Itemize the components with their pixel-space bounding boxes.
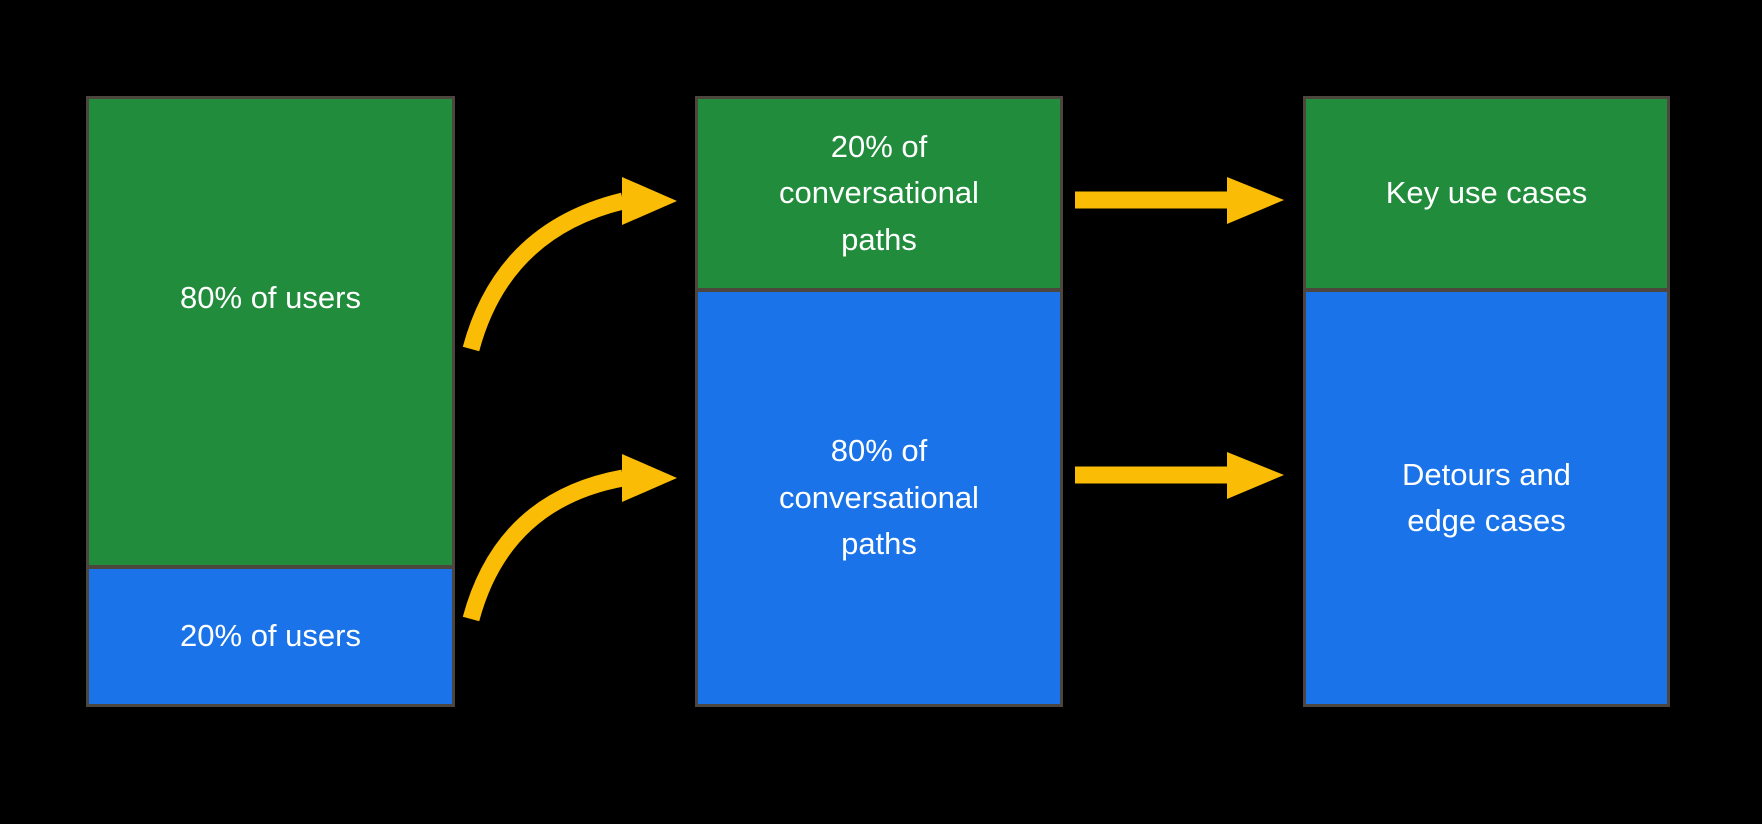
segment-paths-20: 20% of conversational paths bbox=[698, 99, 1060, 288]
arrow-users20-to-paths80 bbox=[462, 454, 677, 622]
arrow-paths20-to-key-use-cases bbox=[1075, 177, 1284, 224]
segment-key-use-cases: Key use cases bbox=[1306, 99, 1667, 288]
segment-label-users-80: 80% of users bbox=[180, 279, 361, 315]
bar-users: 80% of users 20% of users bbox=[86, 96, 455, 707]
segment-label-paths-20: 20% of conversational paths bbox=[779, 128, 979, 257]
curved-arrow-head bbox=[622, 177, 677, 225]
curved-arrow-head bbox=[622, 454, 677, 502]
segment-detours-edge-cases: Detours and edge cases bbox=[1306, 292, 1667, 704]
segment-paths-80: 80% of conversational paths bbox=[698, 292, 1060, 704]
segment-label-detours-edge-cases: Detours and edge cases bbox=[1402, 456, 1571, 539]
segment-divider bbox=[698, 288, 1060, 292]
bar-use-cases: Key use cases Detours and edge cases bbox=[1303, 96, 1670, 707]
segment-label-paths-80: 80% of conversational paths bbox=[779, 433, 979, 562]
arrow-users80-to-paths20 bbox=[462, 177, 677, 352]
arrow-paths80-to-detours bbox=[1075, 452, 1284, 499]
segment-users-20: 20% of users bbox=[89, 569, 452, 704]
segment-label-users-20: 20% of users bbox=[180, 618, 361, 654]
segment-label-key-use-cases: Key use cases bbox=[1385, 175, 1588, 211]
segment-users-80: 80% of users bbox=[89, 99, 452, 565]
curved-arrow-shaft bbox=[462, 192, 626, 352]
straight-arrow-head bbox=[1227, 452, 1284, 499]
bar-conversational-paths: 20% of conversational paths 80% of conve… bbox=[695, 96, 1063, 707]
curved-arrow-shaft bbox=[462, 469, 625, 622]
segment-divider bbox=[1306, 288, 1667, 292]
straight-arrow-head bbox=[1227, 177, 1284, 224]
segment-divider bbox=[89, 565, 452, 569]
